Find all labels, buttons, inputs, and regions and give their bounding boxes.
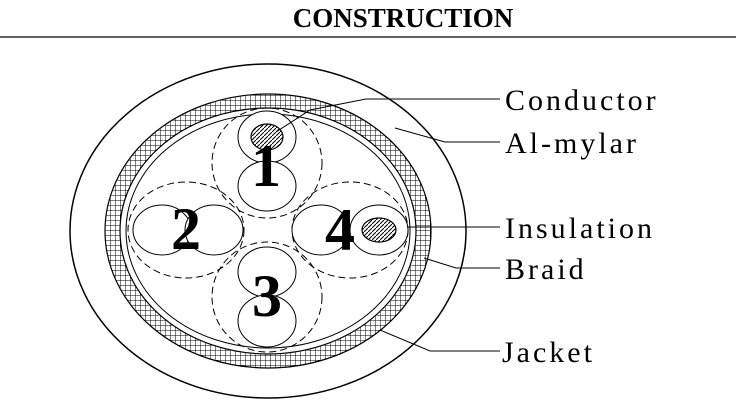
al-mylar-label: Al-mylar [505, 127, 639, 160]
braid-label: Braid [505, 253, 587, 286]
braid-leader-line [423, 257, 500, 269]
pair-2-outline [127, 181, 245, 279]
pair-1-outline [211, 107, 323, 219]
pair-1-conductor [250, 123, 284, 151]
pair-1-insulation-bottom [237, 160, 297, 212]
conductor-label: Conductor [505, 84, 659, 117]
pair-number-2: 2 [171, 196, 201, 262]
pair-2 [127, 181, 245, 279]
pair-number-1: 1 [251, 133, 281, 199]
pair-3-insulation-bottom [237, 294, 297, 348]
insulation-label: Insulation [505, 212, 655, 245]
diagram-title: CONSTRUCTION [293, 3, 514, 33]
pair-4-conductor [361, 217, 397, 243]
pair-3-outline [211, 241, 323, 353]
pair-1 [211, 107, 323, 219]
pair-2-insulation-right [184, 204, 244, 256]
jacket-label: Jacket [502, 336, 595, 369]
pair-3 [211, 241, 323, 353]
pair-number-3: 3 [252, 263, 282, 329]
jacket-leader-line [379, 329, 500, 352]
pair-number-4: 4 [325, 197, 355, 263]
pair-4 [291, 181, 409, 279]
al-mylar-leader-line [394, 127, 500, 143]
conductor-leader-line [275, 98, 500, 133]
